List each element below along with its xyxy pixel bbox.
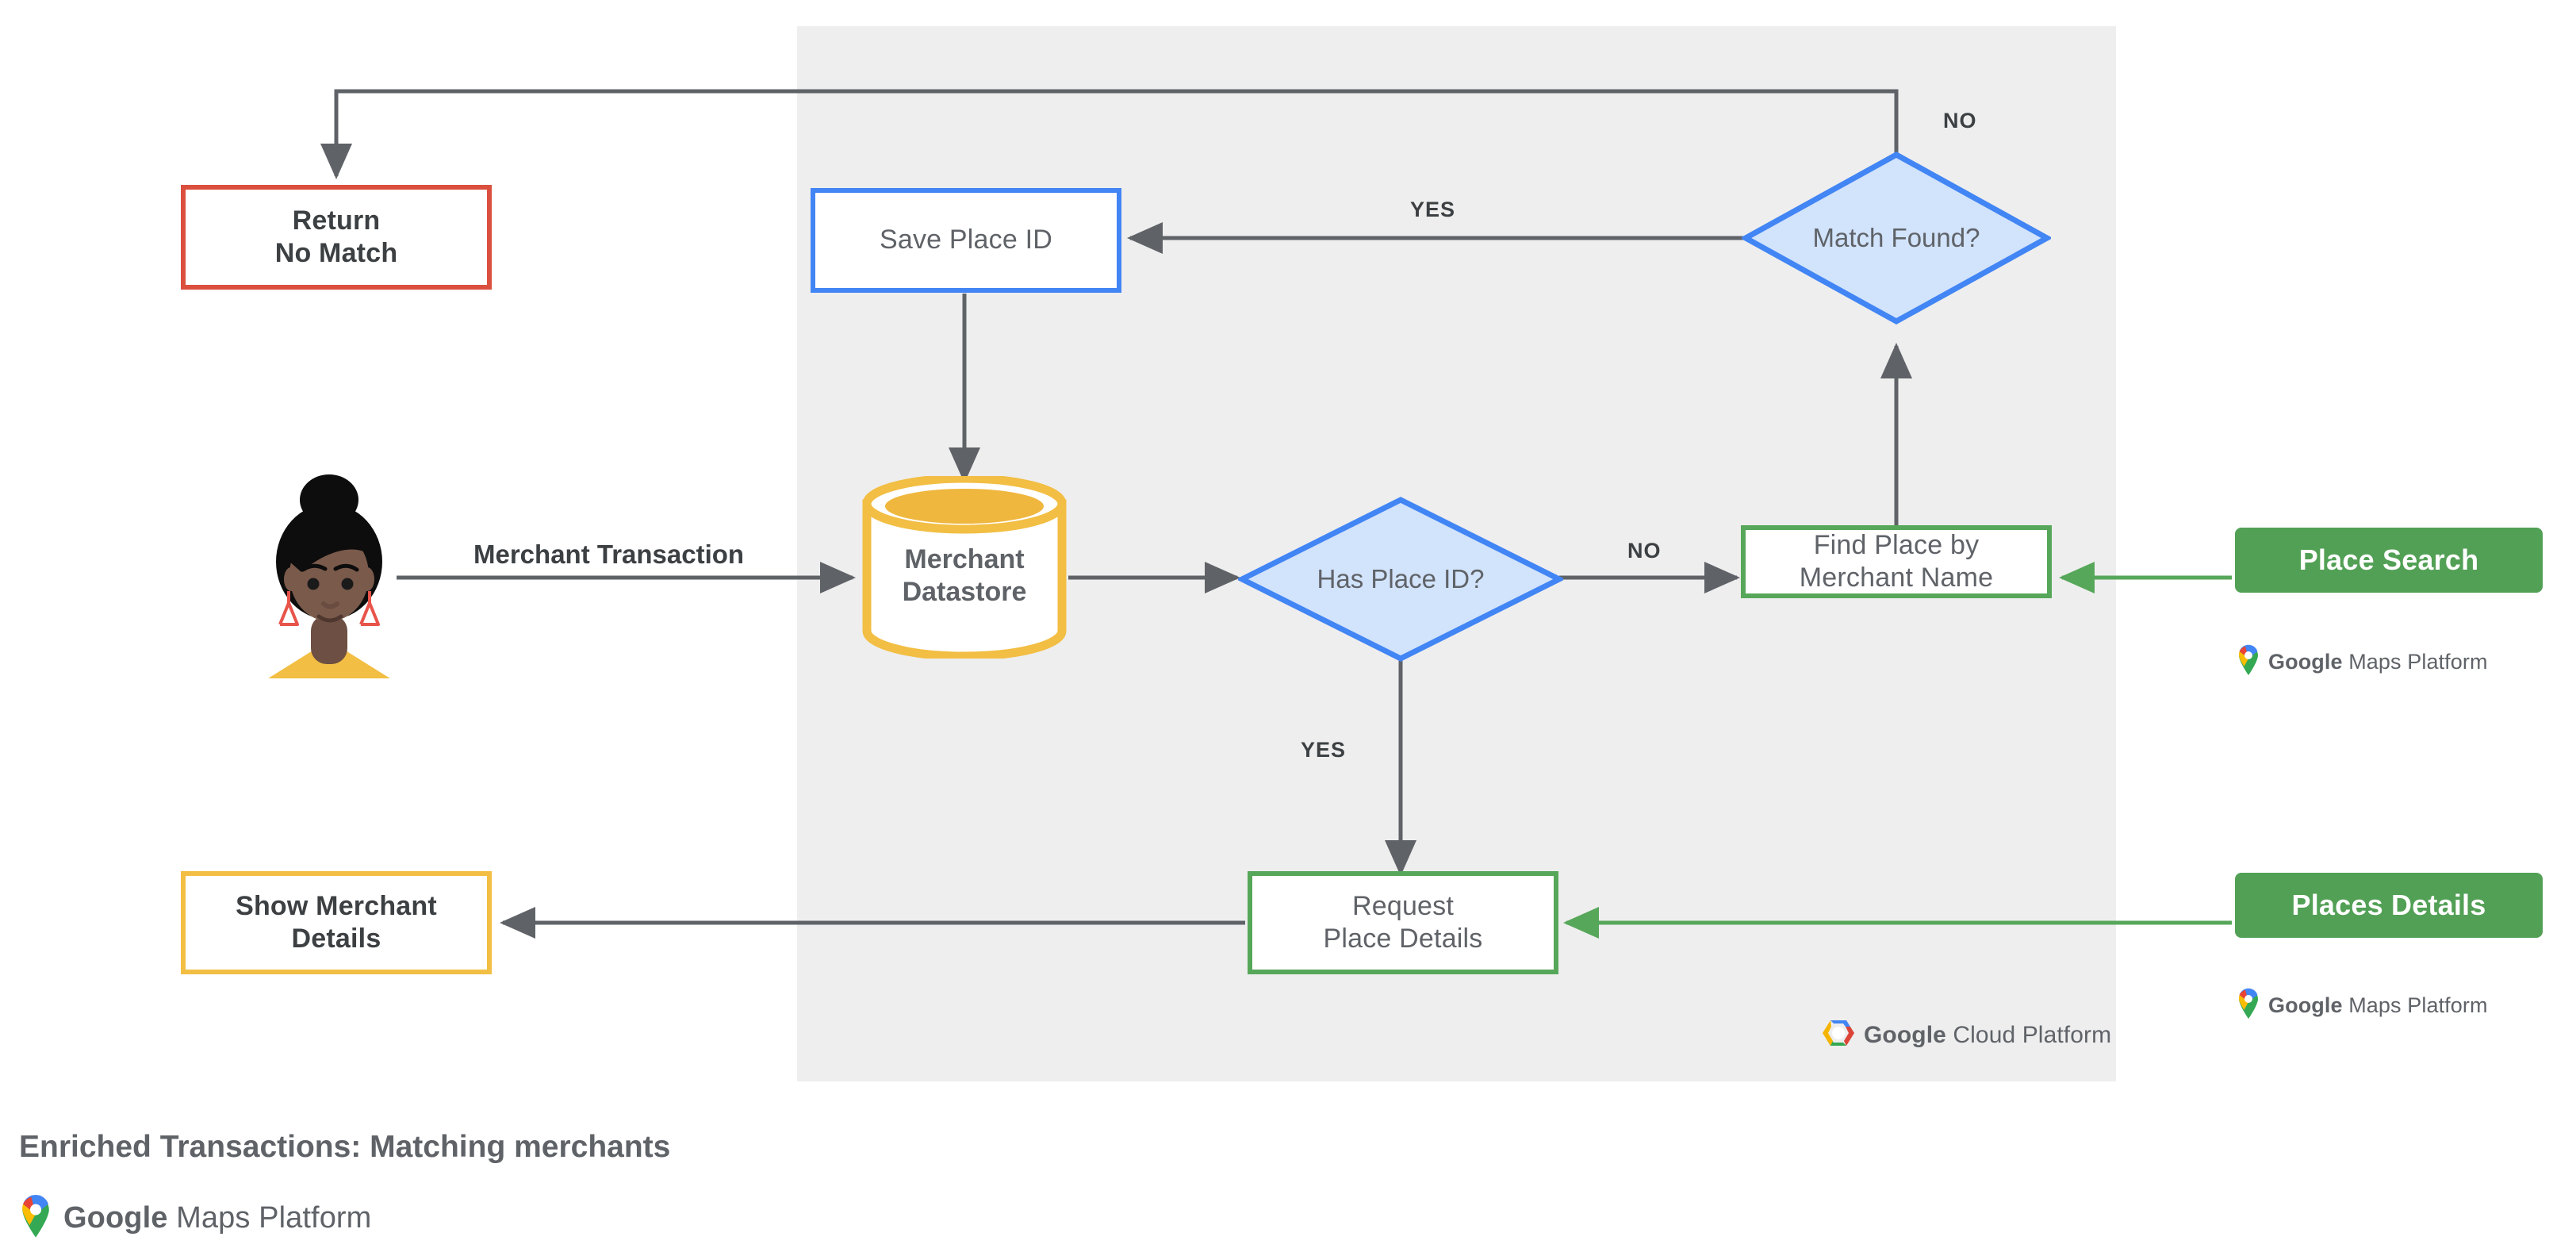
request-place-details-line1: Request xyxy=(1351,890,1455,921)
maps-platform-lockup-place-search: Google Maps Platform xyxy=(2237,644,2488,680)
has-place-id-line2: Place ID? xyxy=(1370,563,1485,593)
node-find-place-by-merchant-name[interactable]: Find Place by Merchant Name xyxy=(1741,525,2052,598)
chip-place-search[interactable]: Place Search xyxy=(2235,528,2543,593)
google-cloud-hexagon-icon xyxy=(1823,1018,1854,1052)
node-show-merchant-details[interactable]: Show Merchant Details xyxy=(181,871,492,974)
edge-label-has-place-id-no: NO xyxy=(1627,539,1662,563)
merchant-datastore-line2: Datastore xyxy=(902,577,1027,607)
edge-label-match-found-no: NO xyxy=(1943,109,1977,132)
has-place-id-line1: Has xyxy=(1317,563,1364,593)
chip-places-details[interactable]: Places Details xyxy=(2235,873,2543,938)
node-match-found[interactable]: Match Found? xyxy=(1742,151,2051,325)
find-place-line2: Merchant Name xyxy=(1799,563,1994,593)
maps-platform-text: Google Maps Platform xyxy=(63,1201,372,1235)
google-maps-pin-icon xyxy=(2237,644,2260,680)
find-place-line1: Find Place by xyxy=(1813,529,1980,560)
save-place-id-label: Save Place ID xyxy=(879,225,1053,255)
maps-platform-lockup-places-details: Google Maps Platform xyxy=(2237,988,2488,1023)
maps-platform-text: Google Maps Platform xyxy=(2268,993,2488,1017)
edge-label-merchant-transaction: Merchant Transaction xyxy=(473,540,745,569)
google-maps-pin-icon xyxy=(2237,988,2260,1023)
return-no-match-line2: No Match xyxy=(274,238,398,268)
node-request-place-details[interactable]: Request Place Details xyxy=(1248,871,1558,974)
diagram-caption: Enriched Transactions: Matching merchant… xyxy=(19,1130,671,1164)
customer-avatar xyxy=(254,456,404,680)
request-place-details-line2: Place Details xyxy=(1323,924,1483,954)
edge-label-has-place-id-yes: YES xyxy=(1301,738,1347,762)
node-return-no-match[interactable]: Return No Match xyxy=(181,185,492,290)
return-no-match-line1: Return xyxy=(292,205,381,236)
edge-label-match-found-yes: YES xyxy=(1410,198,1456,221)
show-merchant-details-line1: Show Merchant xyxy=(236,890,437,921)
node-has-place-id[interactable]: Has Place ID? xyxy=(1238,496,1563,662)
maps-platform-lockup-footer: Google Maps Platform xyxy=(19,1194,371,1242)
cloud-platform-lockup: Google Cloud Platform xyxy=(1823,1018,2111,1052)
cloud-platform-text: Google Cloud Platform xyxy=(1864,1021,2112,1048)
google-maps-pin-icon xyxy=(19,1194,52,1242)
merchant-datastore-line1: Merchant xyxy=(904,543,1025,574)
match-found-line1: Match xyxy=(1812,222,1884,252)
match-found-line2: Found? xyxy=(1891,222,1980,252)
node-merchant-datastore[interactable]: Merchant Datastore xyxy=(861,474,1068,661)
show-merchant-details-line2: Details xyxy=(291,924,381,954)
node-save-place-id[interactable]: Save Place ID xyxy=(811,188,1121,293)
maps-platform-text: Google Maps Platform xyxy=(2268,650,2488,674)
